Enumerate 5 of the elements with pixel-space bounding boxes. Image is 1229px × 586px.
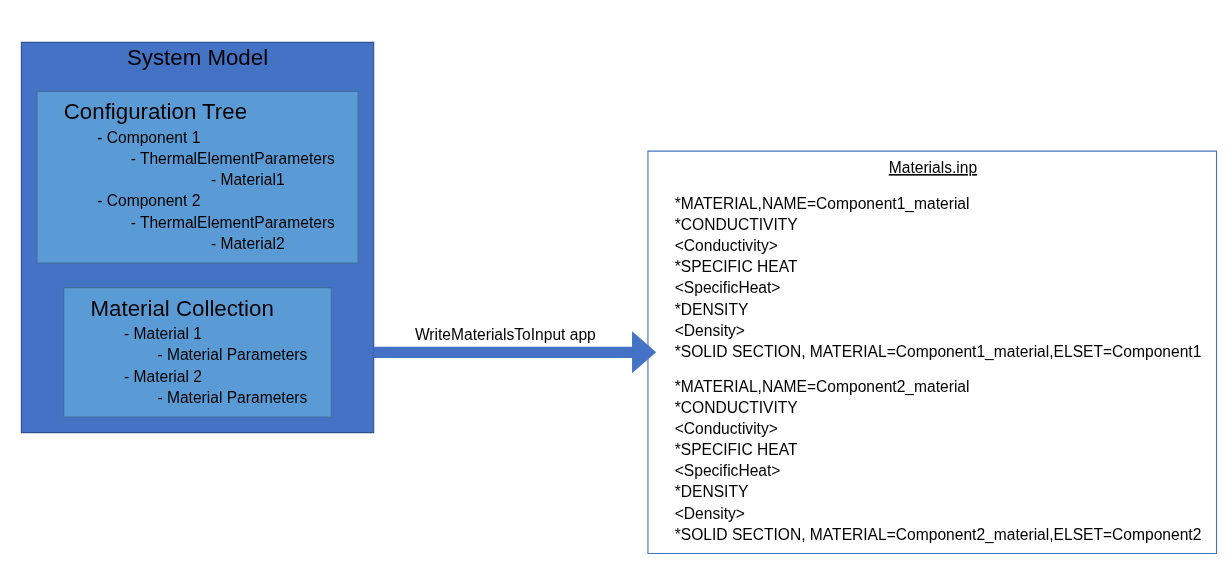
node-box: Configuration Tree - Component 1 - ThermalElementParameters - Material1 - Component 2 - ThermalElementParameters - Material2 [36,90,359,264]
node-box: Materials.inp *MATERIAL,NAME=Component1_material *CONDUCTIVITY <Conductivity> *SPECIFIC HEAT <SpecificHeat> *DENSITY <Density> *SOLID SECTION, MATERIAL=Component1_material,ELSET=Component1 *MATERIAL,NAME=Component2_material *CONDUCTIVITY <Conductivity> *SPECIFIC HEAT <SpecificHeat> *DENSITY <Density> *SOLID SECTION, MATERIAL=Component2_material,ELSET=Component2 [647,150,1218,554]
node-box: Material Collection - Material 1 - Material Parameters - Material 2 - Material Parameters [63,286,332,418]
arrow [373,330,657,373]
edge-label: WriteMaterialsToInput app [414,325,596,343]
